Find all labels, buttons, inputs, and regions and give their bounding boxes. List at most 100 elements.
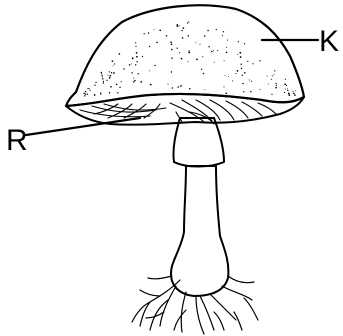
stipple-dot [295,90,296,91]
stipple-dot [114,63,115,64]
stipple-dot [240,56,242,58]
stipple-dot [187,22,188,23]
stipple-dot [285,79,286,80]
stipple-dot [156,42,158,44]
stipple-dot [195,42,196,43]
label-k: K [262,25,339,58]
stipple-dot [103,83,104,84]
stipple-dot [235,73,236,74]
stipple-dot [286,85,287,86]
stipple-dot [203,73,205,75]
stipple-dot [251,81,252,82]
stipple-dot [159,29,161,31]
stipple-dot [247,61,248,62]
stipple-dot [154,29,155,30]
stipple-dot [201,69,202,70]
stipple-dot [202,56,203,57]
stipple-dot [129,64,131,66]
stipple-dot [252,63,253,64]
stipple-dot [189,88,191,90]
leader-line-r [26,118,140,135]
stipple-dot [176,24,178,26]
stipple-dot [113,72,115,74]
stipple-dot [109,71,110,72]
stipple-dot [107,75,108,76]
stipple-dot [102,78,103,79]
stipple-dot [102,79,103,80]
stipple-dot [196,59,198,61]
stipple-dot [85,91,86,92]
stipple-dot [85,94,86,95]
stipple-dot [171,43,173,45]
stipple-dot [136,61,137,62]
stipple-dot [268,84,269,85]
stipple-dot [275,87,277,89]
stipple-dot [287,90,288,91]
stipple-dot [123,68,124,69]
stipple-dot [224,60,225,61]
gills [66,94,304,125]
stipple-dot [177,48,178,49]
stipple-dot [103,82,104,83]
stipple-dot [181,58,183,60]
stipple-dot [188,61,189,62]
stipple-dot [170,41,172,43]
stipple-dot [149,46,150,47]
stipple-dot [88,88,89,89]
stipple-dot [109,77,111,79]
stipple-dot [172,87,173,88]
stipple-dot [181,30,182,31]
stipple-dot [241,63,242,64]
stipple-dot [225,75,226,76]
stipple-dot [284,92,285,93]
stipple-dot [136,52,138,54]
stipple-dot [204,89,205,90]
stipple-dot [189,52,190,53]
stipple-dot [181,85,182,86]
stipple-dot [216,29,217,30]
stipple-dot [94,94,96,96]
stipple-dot [244,72,246,74]
stipple-dot [84,95,85,96]
stipple-dot [223,86,224,87]
stipple-dot [242,83,243,84]
stipple-dot [199,44,200,45]
stipple-dot [171,71,172,72]
stipple-dot [102,76,103,77]
stipple-dot [84,93,85,94]
stipple-dot [87,88,88,89]
stipple-dot [237,70,239,72]
stipple-dot [106,80,107,81]
stipple-dot [275,83,276,84]
stipple-dot [289,94,290,95]
stipple-dot [179,25,180,26]
stipple-dot [109,75,111,77]
stipple-dot [207,30,209,32]
stipple-dot [188,35,189,36]
stipple-dot [116,84,118,86]
stipple-dot [134,80,135,81]
stipple-dot [223,31,224,32]
stipple-dot [168,84,169,85]
stipple-dot [133,78,134,79]
stipple-dot [274,74,275,75]
stipple-dot [112,60,114,62]
stipple-dot [135,64,136,65]
stipple-dot [94,85,95,86]
stipple-dot [103,81,104,82]
stipple-dot [150,84,152,86]
stipple-dot [259,60,260,61]
stipple-dot [111,72,112,73]
stipple-dot [249,79,250,80]
ring [173,118,224,167]
stipple-dot [271,94,272,95]
stipple-dot [95,82,96,83]
stipple-dot [287,88,288,89]
stipple-dot [133,81,134,82]
stipple-dot [239,52,241,54]
stipple-dot [182,37,184,39]
stipple-dot [241,68,242,69]
stipple-dot [109,92,111,94]
stipple-dot [204,35,205,36]
